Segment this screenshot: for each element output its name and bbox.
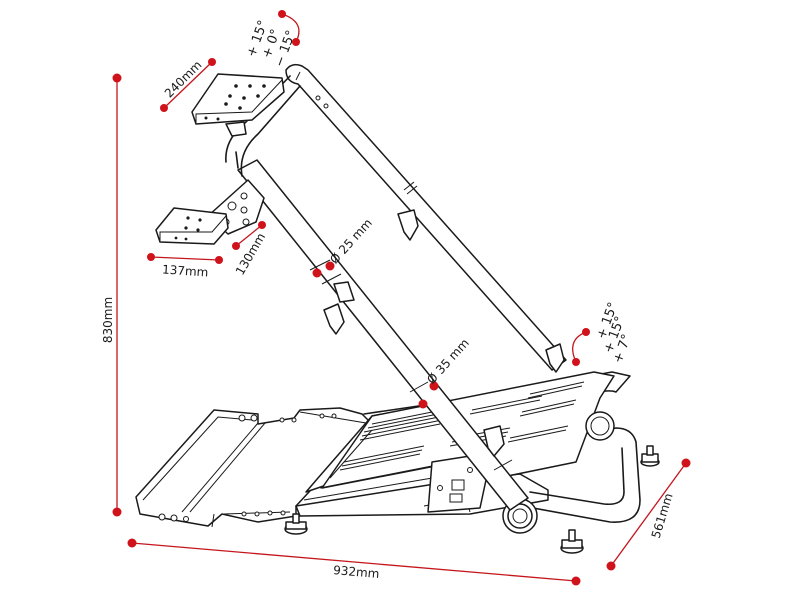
depth-dimension-line	[610, 462, 687, 567]
rear-upright-tube	[285, 63, 567, 371]
height-endpoint-bottom	[112, 507, 122, 517]
lower-tube-diameter-label: Ø 35 mm	[424, 336, 472, 387]
depth-label: 561mm	[649, 492, 676, 540]
width-label: 932mm	[333, 563, 380, 581]
upper-tube-marker	[325, 261, 335, 271]
levelling-feet	[284, 445, 660, 554]
lower-tube-marker	[418, 399, 428, 409]
main-upright-tube	[237, 159, 529, 511]
pedal-angle-arc	[572, 331, 587, 363]
wheel-plate	[191, 73, 285, 137]
pivot-caps	[502, 411, 615, 534]
dimension-lines	[112, 10, 691, 586]
wheel-mount-tube	[225, 75, 329, 177]
shifter-plate-depth-label: 130mm	[233, 230, 268, 277]
shifter-depth-dimension-line	[235, 224, 263, 247]
pedal-plate-width-label: 240mm	[162, 58, 205, 101]
shifter-plate-width-label: 137mm	[162, 262, 209, 279]
upper-tube-diameter-label: Ø 25 mm	[327, 216, 375, 267]
shifter-plate	[155, 207, 229, 245]
width-dimension-line	[131, 542, 577, 582]
shifter-width-dimension-line	[150, 256, 220, 261]
adjustment-knobs	[323, 209, 565, 457]
racing-wheel-stand-drawing	[135, 63, 660, 554]
height-endpoint-top	[112, 73, 122, 83]
height-label: 830mm	[101, 297, 115, 343]
pedal-plate-dimension-line	[163, 61, 213, 109]
